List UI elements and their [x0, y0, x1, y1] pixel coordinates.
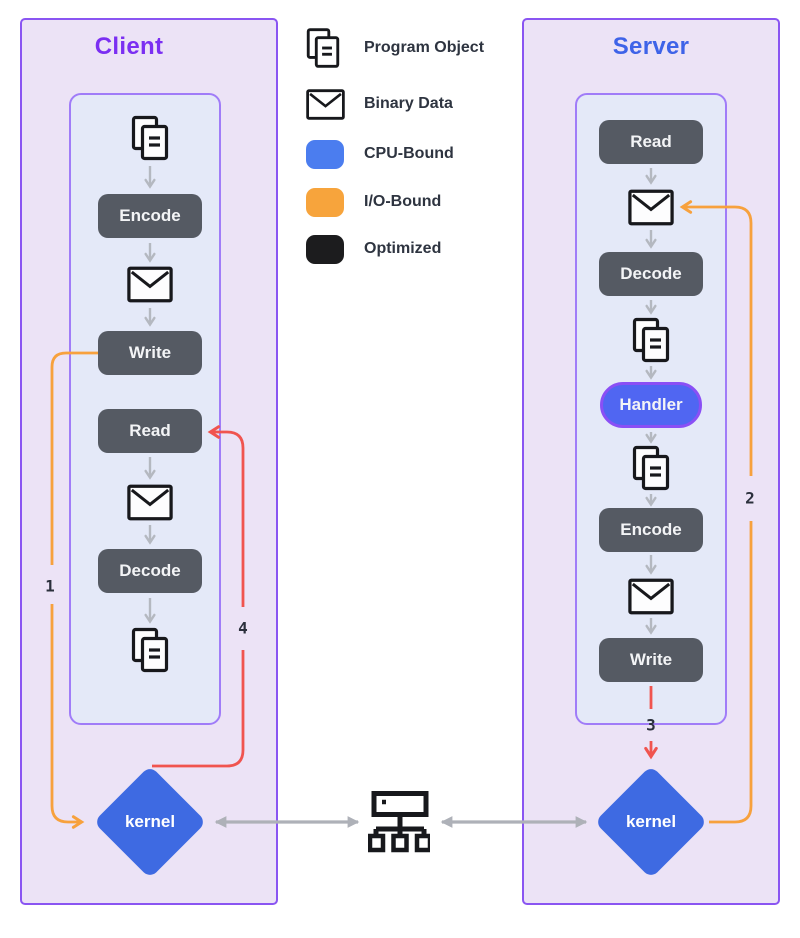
server-decode-node: Decode: [599, 252, 703, 296]
client-decode-node: Decode: [98, 549, 202, 593]
legend-row-cpu-bound: CPU-Bound: [306, 134, 454, 174]
flow-step-2-label: 2: [745, 488, 755, 508]
io-bound-swatch: [306, 187, 350, 217]
legend-label: Program Object: [364, 39, 485, 56]
binary-data-icon: [127, 484, 173, 521]
server-encode-node: Encode: [599, 508, 703, 552]
binary-data-icon: [628, 189, 674, 226]
client-title: Client: [94, 33, 164, 60]
legend-row-program-object: Program Object: [306, 28, 484, 68]
legend-row-optimized: Optimized: [306, 229, 441, 269]
client-kernel-label: kernel: [124, 812, 176, 831]
cpu-bound-swatch: [306, 139, 350, 169]
legend-label: Binary Data: [364, 95, 453, 112]
program-object-icon: [632, 444, 670, 492]
legend-label: CPU-Bound: [364, 145, 454, 162]
server-title: Server: [612, 33, 690, 60]
legend-label: Optimized: [364, 240, 442, 257]
server-write-node: Write: [599, 638, 703, 682]
server-kernel-label: kernel: [625, 812, 677, 831]
legend-label: I/O-Bound: [364, 193, 442, 210]
client-read-node: Read: [98, 409, 202, 453]
server-read-node: Read: [599, 120, 703, 164]
client-write-node: Write: [98, 331, 202, 375]
legend-row-io-bound: I/O-Bound: [306, 182, 441, 222]
program-object-icon: [131, 626, 169, 674]
program-object-icon: [306, 27, 350, 69]
flow-step-4-label: 4: [238, 618, 248, 638]
program-object-icon: [131, 114, 169, 162]
binary-data-icon: [306, 88, 350, 120]
server-handler-node: Handler: [600, 382, 702, 428]
legend-row-binary-data: Binary Data: [306, 84, 453, 124]
program-object-icon: [632, 316, 670, 364]
flow-step-1-label: 1: [45, 576, 55, 596]
network-icon: [367, 790, 433, 856]
flow-step-3-label: 3: [646, 715, 656, 735]
binary-data-icon: [628, 578, 674, 615]
optimized-swatch: [306, 234, 350, 264]
client-encode-node: Encode: [98, 194, 202, 238]
binary-data-icon: [127, 266, 173, 303]
